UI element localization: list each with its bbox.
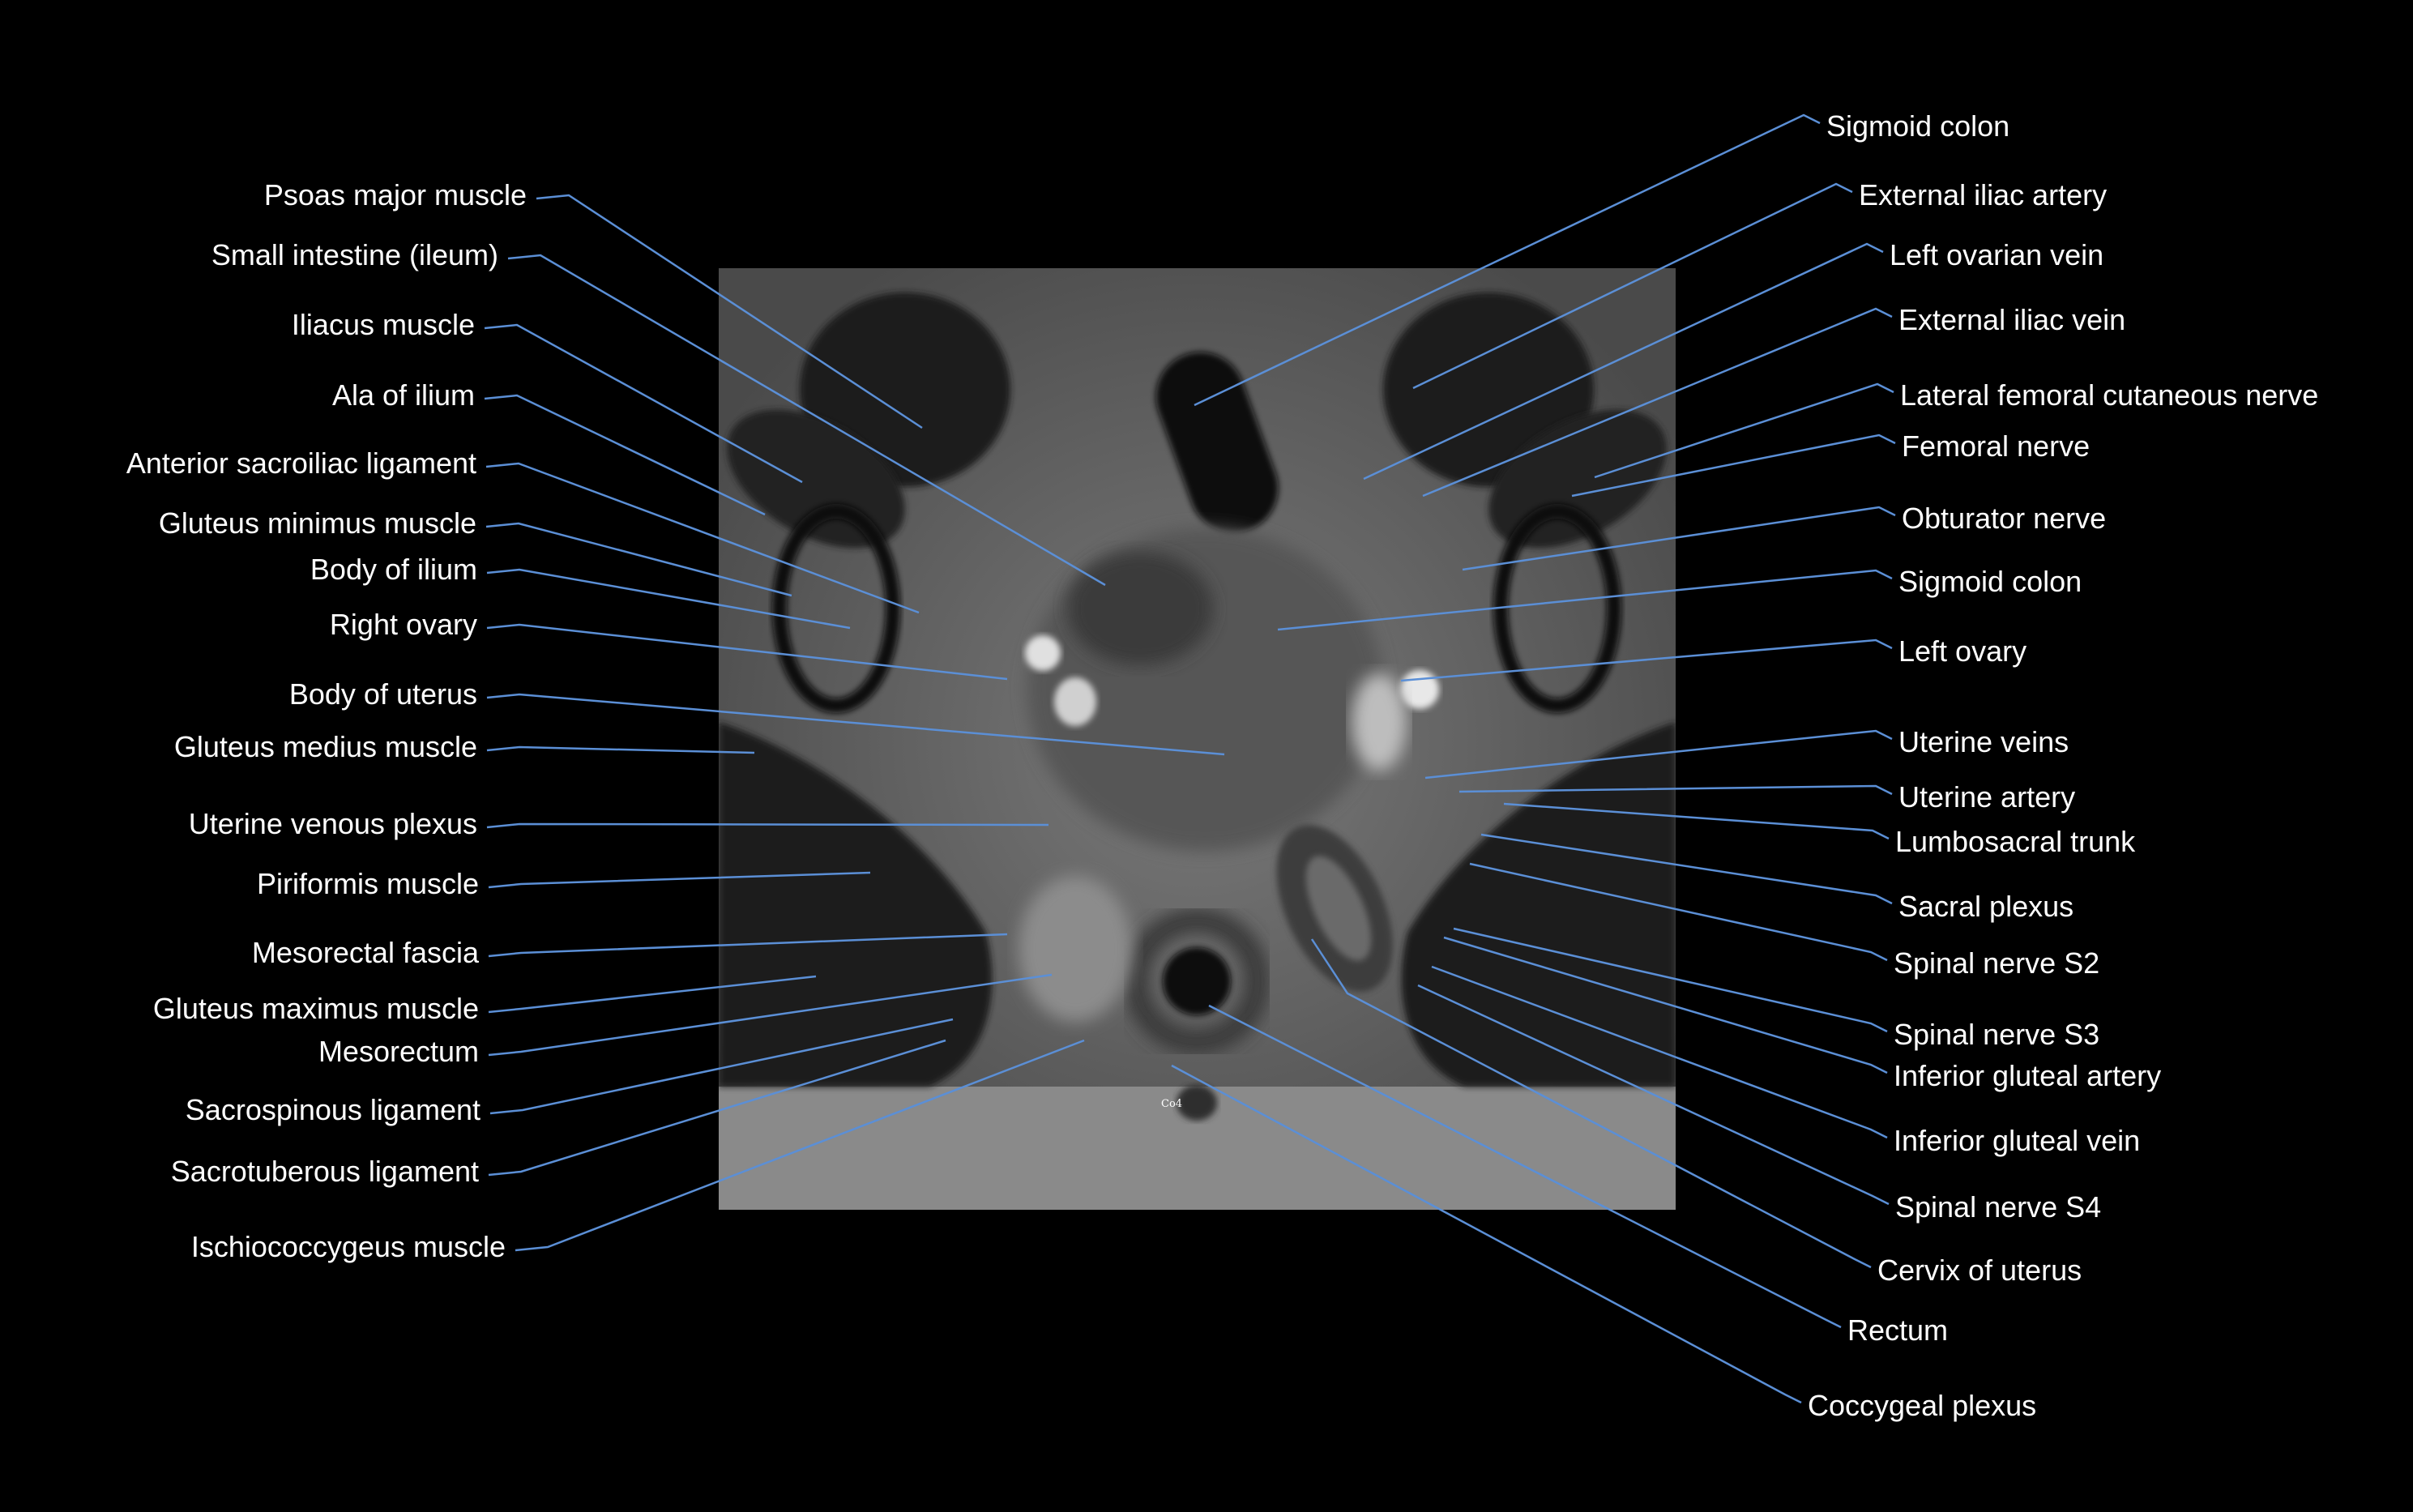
mri-scan-graphic [719,268,1676,1210]
label-sacrospinous-ligament: Sacrospinous ligament [185,1093,480,1126]
label-psoas-major-muscle: Psoas major muscle [263,178,527,211]
label-sacral-plexus: Sacral plexus [1898,890,2074,923]
label-body-of-uterus: Body of uterus [288,677,477,711]
label-femoral-nerve: Femoral nerve [1902,429,2091,463]
label-piriformis-muscle: Piriformis muscle [256,867,479,900]
label-right-ovary: Right ovary [329,608,477,641]
label-lumbosacral-trunk: Lumbosacral trunk [1895,825,2136,858]
label-left-ovary: Left ovary [1898,634,2027,668]
mri-axial-pelvis-image [719,268,1676,1210]
label-uterine-venous-plexus: Uterine venous plexus [188,807,477,840]
label-external-iliac-artery: External iliac artery [1859,178,2108,211]
label-uterine-artery: Uterine artery [1898,780,2076,814]
label-spinal-nerve-s2: Spinal nerve S2 [1894,946,2100,980]
left-gluteus-medius-muscle-leader-line [486,745,755,754]
label-sigmoid-colon: Sigmoid colon [1898,565,2082,598]
vertebra-marker-co4: Co4 [1161,1098,1183,1110]
label-obturator-nerve: Obturator nerve [1902,502,2107,535]
label-small-intestine-ileum: Small intestine (ileum) [211,238,498,271]
label-ala-of-ilium: Ala of ilium [331,378,475,412]
label-gluteus-medius-muscle: Gluteus medius muscle [173,730,477,763]
label-left-ovarian-vein: Left ovarian vein [1890,238,2104,271]
label-ischiococcygeus-muscle: Ischiococcygeus muscle [190,1230,506,1263]
label-mesorectum: Mesorectum [318,1035,479,1068]
label-spinal-nerve-s3: Spinal nerve S3 [1894,1018,2100,1051]
label-rectum: Rectum [1847,1313,1949,1347]
label-sacrotuberous-ligament: Sacrotuberous ligament [170,1155,479,1188]
label-iliacus-muscle: Iliacus muscle [291,308,475,341]
label-gluteus-minimus-muscle: Gluteus minimus muscle [158,506,476,540]
label-gluteus-maximus-muscle: Gluteus maximus muscle [152,992,479,1025]
label-coccygeal-plexus: Coccygeal plexus [1808,1389,2037,1422]
label-mesorectal-fascia: Mesorectal fascia [251,936,479,969]
label-cervix-of-uterus: Cervix of uterus [1877,1254,2082,1287]
label-external-iliac-vein: External iliac vein [1898,303,2126,336]
label-anterior-sacroiliac-ligament: Anterior sacroiliac ligament [126,446,476,480]
label-lateral-femoral-cutaneous-nerve: Lateral femoral cutaneous nerve [1900,378,2319,412]
label-inferior-gluteal-vein: Inferior gluteal vein [1894,1124,2141,1157]
label-spinal-nerve-s4: Spinal nerve S4 [1895,1190,2102,1224]
label-sigmoid-colon: Sigmoid colon [1826,109,2010,143]
label-inferior-gluteal-artery: Inferior gluteal artery [1894,1059,2162,1092]
label-uterine-veins: Uterine veins [1898,725,2069,758]
label-body-of-ilium: Body of ilium [310,553,477,586]
